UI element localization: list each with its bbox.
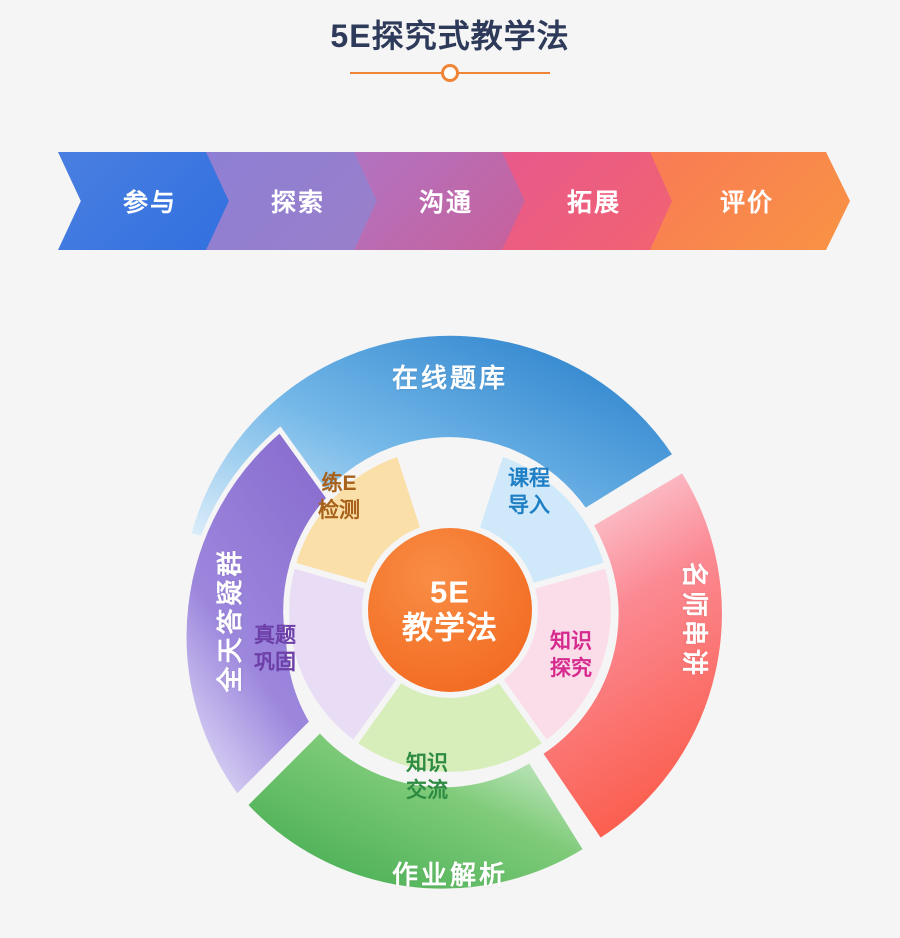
inner-segment-knowledge-exchange-label: 知识 交流	[406, 750, 448, 804]
page-title: 5E探究式教学法	[330, 18, 570, 54]
inner-segment-practice-test-line2: 检测	[318, 499, 360, 522]
process-step-3-label: 沟通	[418, 189, 473, 217]
inner-segment-knowledge-inquiry-line1: 知识	[550, 630, 592, 653]
process-flow-bar: 参与 探索 沟通 拓展 评价	[58, 152, 850, 250]
inner-segment-exam-consolidation-label: 真题 巩固	[254, 622, 296, 676]
divider-dot-icon	[441, 64, 459, 82]
wheel-center-line1: 5E	[430, 574, 470, 610]
outer-arc-right-label: 名师串讲	[679, 561, 710, 679]
inner-segment-practice-test-line1: 练E	[321, 472, 357, 495]
inner-segment-knowledge-inquiry-line2: 探究	[550, 657, 592, 680]
inner-segment-course-intro-line1: 课程	[508, 467, 550, 490]
process-step-4-label: 拓展	[566, 189, 621, 217]
process-step-2-label: 探索	[270, 189, 325, 217]
inner-segment-knowledge-inquiry-label: 知识 探究	[550, 628, 592, 682]
wheel-center-circle[interactable]	[368, 528, 532, 692]
title-block: 5E探究式教学法	[0, 14, 900, 82]
inner-segment-practice-test-label: 练E 检测	[318, 470, 360, 524]
outer-arc-top-label: 在线题库	[391, 363, 509, 393]
outer-arc-bottom[interactable]	[241, 726, 590, 894]
process-step-1-label: 参与	[122, 189, 177, 217]
process-step-5-label: 评价	[719, 189, 774, 217]
wheel-diagram: 在线题库 名师串讲 作业解析 全天答疑群 课程 导入 知识 探究 知识 交流 真…	[130, 310, 770, 930]
inner-segment-knowledge-exchange-line2: 交流	[406, 779, 448, 802]
inner-segment-course-intro-line2: 导入	[508, 494, 550, 517]
inner-segment-exam-consolidation-line2: 巩固	[254, 651, 296, 674]
outer-arc-bottom-label: 作业解析	[391, 860, 509, 890]
inner-segment-knowledge-exchange-line1: 知识	[406, 752, 448, 775]
outer-arc-left-label: 全天答疑群	[215, 547, 246, 693]
process-step-5[interactable]: 评价	[650, 152, 850, 250]
inner-segment-course-intro-label: 课程 导入	[508, 465, 550, 519]
title-divider	[350, 64, 550, 82]
inner-segment-exam-consolidation-line1: 真题	[254, 624, 296, 647]
wheel-center-label: 5E 教学法	[402, 574, 498, 645]
wheel-svg	[181, 330, 727, 894]
wheel-center-line2: 教学法	[402, 610, 498, 645]
